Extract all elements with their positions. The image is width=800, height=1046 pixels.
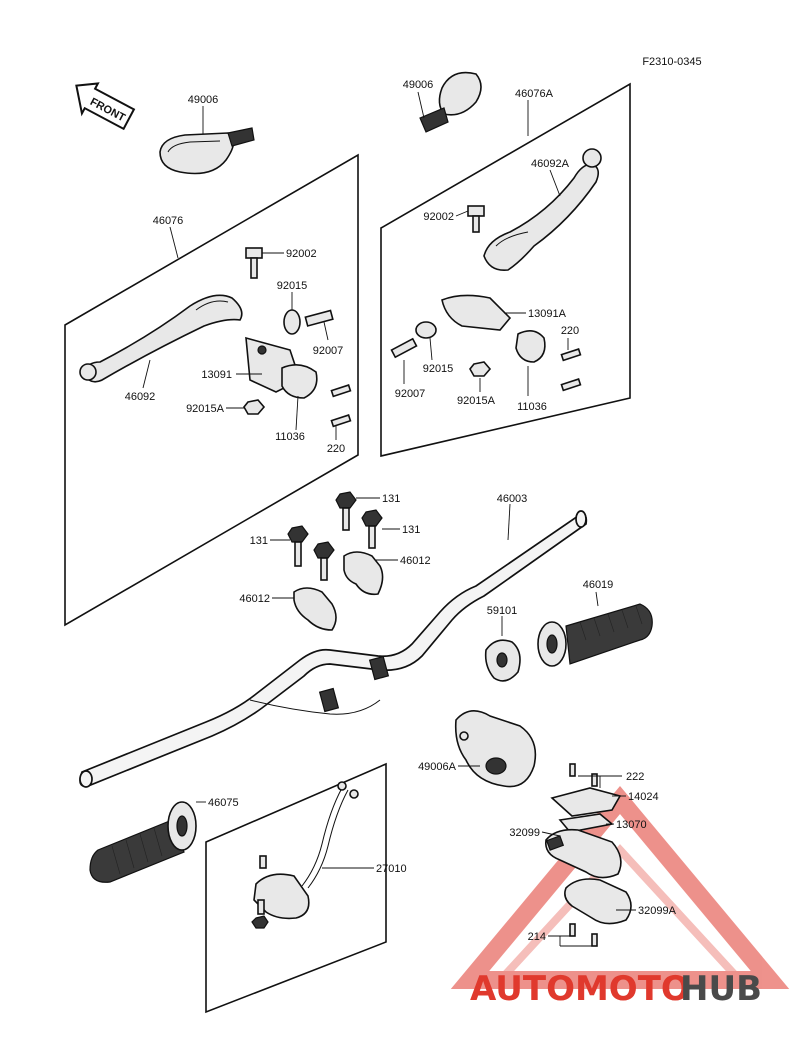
label-220-right: 220	[561, 325, 579, 337]
label-131-left: 131	[250, 535, 268, 547]
left-lever-box	[64, 153, 359, 627]
label-131-right: 131	[402, 524, 420, 536]
throttle-pulley-59101	[484, 639, 521, 682]
label-220-left: 220	[327, 443, 345, 455]
label-46012-left: 46012	[239, 593, 270, 605]
label-92007-right: 92007	[395, 388, 426, 400]
brake-lever	[483, 148, 602, 272]
adjuster-92015-right	[415, 321, 437, 339]
cover-14024	[550, 787, 622, 817]
label-222: 222	[626, 771, 644, 783]
screw-92007-left	[304, 309, 334, 327]
label-46092: 46092	[125, 391, 156, 403]
label-46075: 46075	[208, 797, 239, 809]
label-49006-left: 49006	[188, 94, 219, 106]
label-92002-right: 92002	[423, 211, 454, 223]
bolt-92002-left	[245, 247, 263, 279]
label-32099: 32099	[509, 827, 540, 839]
label-46003: 46003	[497, 493, 528, 505]
label-49006A: 49006A	[418, 761, 457, 773]
label-214: 214	[528, 931, 546, 943]
bolt-92002-right	[467, 205, 485, 233]
screw-220-right-a	[560, 348, 582, 362]
label-27010: 27010	[376, 863, 407, 875]
label-32099A: 32099A	[638, 905, 677, 917]
right-lever-box	[380, 82, 631, 458]
label-46076: 46076	[153, 215, 184, 227]
watermark-part2: HUB	[680, 969, 762, 1009]
right-mirror	[419, 71, 482, 133]
throttle-grip-46019	[537, 603, 653, 667]
lever-holder-13091A	[441, 294, 546, 363]
label-46092A: 46092A	[531, 158, 570, 170]
label-92015A-right: 92015A	[457, 395, 496, 407]
label-92015-left: 92015	[277, 280, 308, 292]
adjuster-92015-left	[283, 309, 301, 335]
screws-220-left	[330, 384, 352, 428]
engine-stop-switch-27010	[251, 781, 359, 929]
diagram-code: F2310-0345	[642, 56, 701, 68]
handlebar-46003	[79, 510, 588, 788]
clutch-lever	[79, 294, 243, 383]
front-arrow-icon: FRONT	[75, 82, 136, 131]
label-11036-right: 11036	[517, 401, 547, 413]
switch-box	[205, 762, 387, 1014]
label-46076A: 46076A	[515, 88, 554, 100]
left-mirror	[159, 127, 255, 175]
label-46019: 46019	[583, 579, 614, 591]
handlebar-clamp-lower	[293, 587, 337, 631]
label-92015A-left: 92015A	[186, 403, 225, 415]
nut-92015A-right	[469, 361, 492, 377]
label-13070: 13070	[616, 819, 647, 831]
label-92002-left: 92002	[286, 248, 317, 260]
throttle-housing-49006A	[454, 710, 537, 788]
housing-32099	[544, 828, 622, 879]
screws-214	[569, 923, 598, 947]
screws-222	[569, 763, 598, 787]
screw-92007-right	[390, 337, 418, 359]
bolts-131	[287, 491, 383, 581]
handlebar-clamp-upper	[343, 551, 384, 596]
left-grip-46075	[89, 801, 197, 883]
label-131-top: 131	[382, 493, 400, 505]
label-46012-right: 46012	[400, 555, 431, 567]
label-13091A: 13091A	[528, 308, 567, 320]
label-11036-left: 11036	[275, 431, 305, 443]
label-49006-right: 49006	[403, 79, 434, 91]
label-92007-left: 92007	[313, 345, 344, 357]
lever-holder-13091	[245, 336, 318, 399]
nut-92015A-left	[243, 399, 266, 415]
watermark-part1: AUTOMOTO	[470, 969, 690, 1009]
label-92015-right: 92015	[423, 363, 454, 375]
label-59101: 59101	[487, 605, 518, 617]
label-13091: 13091	[201, 369, 232, 381]
watermark-triangle	[450, 785, 790, 989]
watermark-logo: AUTOMOTO HUB	[470, 969, 762, 1009]
label-14024: 14024	[628, 791, 659, 803]
screw-220-right-b	[560, 378, 582, 392]
housing-32099A	[564, 878, 632, 925]
